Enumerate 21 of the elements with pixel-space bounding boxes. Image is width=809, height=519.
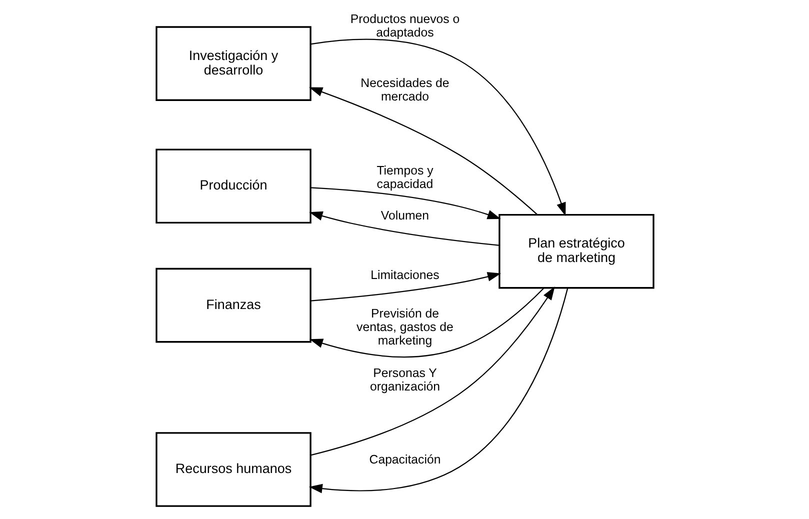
node-box: Plan estratégico de marketing: [498, 214, 654, 289]
arrow: [308, 211, 499, 246]
node-box: Producción: [155, 148, 311, 224]
arrow: [310, 38, 566, 216]
edge-label: Necesidades de mercado: [360, 76, 449, 104]
edge-label: Volumen: [380, 208, 429, 223]
edge-label: Limitaciones: [370, 268, 439, 282]
edge-label: Previsión de ventas, gastos de marketing: [356, 306, 453, 348]
node-box: Finanzas: [155, 268, 311, 343]
node-box: Recursos humanos: [155, 432, 311, 507]
edge-label: Capacitación: [368, 452, 440, 467]
arrow: [310, 187, 500, 220]
arrow: [308, 87, 538, 215]
arrow: [310, 286, 554, 456]
edge-label: Productos nuevos o adaptados: [350, 12, 460, 40]
edge-label: Personas Y organización: [369, 366, 440, 394]
node-box: Investigación y desarrollo: [155, 26, 311, 101]
edge-label: Tiempos y capacidad: [376, 164, 433, 192]
arrow: [308, 288, 568, 494]
arrow: [308, 288, 544, 358]
arrow: [310, 272, 501, 302]
